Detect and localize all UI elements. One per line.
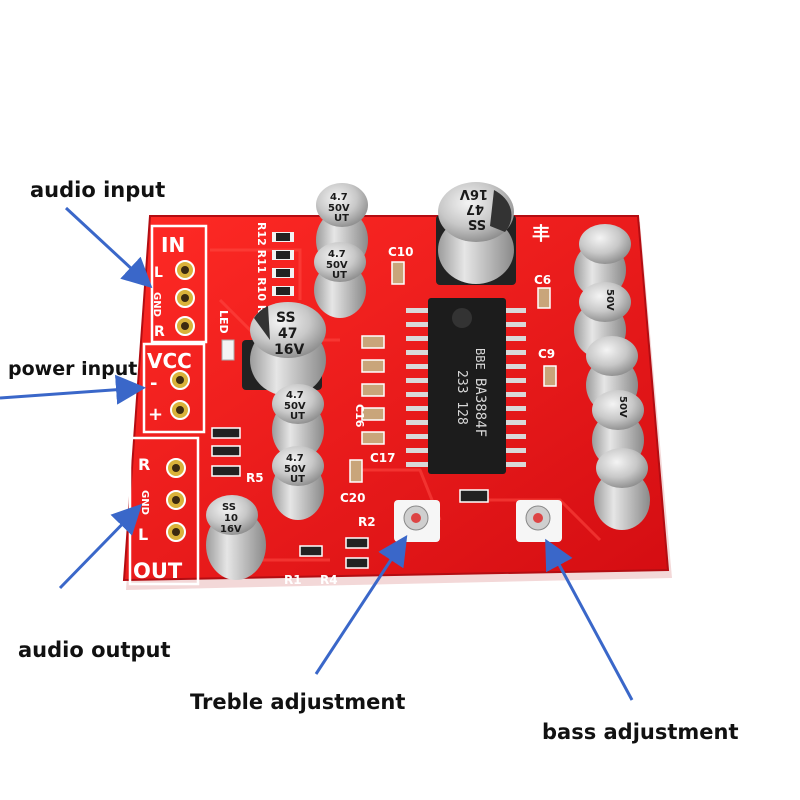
svg-text:47: 47 <box>466 201 484 216</box>
svg-text:L: L <box>138 525 148 544</box>
svg-text:UT: UT <box>290 411 305 422</box>
svg-text:-: - <box>150 373 157 394</box>
arrow-power-input <box>0 374 146 405</box>
svg-text:C10: C10 <box>388 245 414 259</box>
svg-text:SS: SS <box>222 502 236 513</box>
svg-text:R4: R4 <box>320 573 338 587</box>
svg-text:4.7: 4.7 <box>286 390 304 401</box>
svg-text:C6: C6 <box>534 273 551 287</box>
power-input-label: power input <box>8 358 138 380</box>
svg-text:R2: R2 <box>358 515 376 529</box>
arrow-audio-output <box>58 503 143 590</box>
svg-text:LED: LED <box>217 310 230 334</box>
svg-text:IN: IN <box>161 233 185 257</box>
arrow-treble <box>314 534 408 675</box>
svg-text:50V: 50V <box>617 396 628 418</box>
svg-text:50V: 50V <box>326 260 348 271</box>
svg-text:R: R <box>154 324 165 340</box>
svg-text:R12 R11 R10 R9: R12 R11 R10 R9 <box>255 222 268 321</box>
capacitor-4-7-b: 4.7 50V UT <box>314 242 366 318</box>
svg-text:UT: UT <box>290 474 305 485</box>
svg-text:UT: UT <box>332 270 347 281</box>
svg-text:UT: UT <box>334 213 349 224</box>
capacitor-big-top: SS 47 16V <box>436 182 516 285</box>
svg-text:4.7: 4.7 <box>286 453 304 464</box>
treble-potentiometer <box>394 500 440 542</box>
svg-text:VCC: VCC <box>147 349 192 373</box>
svg-text:C20: C20 <box>340 491 366 505</box>
svg-text:BA3884F: BA3884F <box>472 378 488 437</box>
svg-text:R5: R5 <box>246 471 264 485</box>
resistor-array: R12 R11 R10 R9 <box>255 222 294 321</box>
arrow-audio-input <box>64 206 153 289</box>
bass-potentiometer <box>516 500 562 542</box>
capacitor-4-7-d: 4.7 50V UT <box>272 446 324 520</box>
audio-output-label: audio output <box>18 638 171 662</box>
treble-adjustment-label: Treble adjustment <box>190 690 406 714</box>
ic-chip-ba3884f: BBE BA3884F 233 128 <box>406 298 526 474</box>
svg-text:OUT: OUT <box>133 559 183 583</box>
svg-text:4.7: 4.7 <box>330 192 348 203</box>
capacitor-right-column: 50V 50V <box>574 224 650 530</box>
svg-text:SS: SS <box>276 310 296 326</box>
svg-text:C9: C9 <box>538 347 555 361</box>
capacitor-ss10: SS 10 16V <box>206 495 266 580</box>
svg-text:16V: 16V <box>274 342 304 358</box>
component-labels: C10 C6 C9 C16 C17 C20 R1 R2 R4 R5 丰 <box>246 223 555 587</box>
led: LED <box>217 310 235 361</box>
svg-text:50V: 50V <box>604 289 615 311</box>
capacitor-big-left: SS 47 16V <box>242 302 326 396</box>
svg-text:C17: C17 <box>370 451 396 465</box>
svg-text:50V: 50V <box>284 464 306 475</box>
svg-text:16V: 16V <box>460 186 488 201</box>
svg-text:丰: 丰 <box>532 223 550 245</box>
callout-arrows <box>0 206 634 701</box>
capacitor-4-7-a: 4.7 50V UT <box>316 183 368 270</box>
bass-adjustment-label: bass adjustment <box>542 720 739 744</box>
svg-text:+: + <box>148 404 163 425</box>
output-header-box: R GND L OUT <box>128 436 200 586</box>
svg-text:SS: SS <box>468 216 486 231</box>
svg-text:BBE: BBE <box>473 348 487 370</box>
svg-text:R1: R1 <box>284 573 302 587</box>
audio-input-label: audio input <box>30 178 166 202</box>
svg-text:10: 10 <box>224 513 238 524</box>
svg-text:R: R <box>138 455 150 474</box>
svg-text:GND: GND <box>139 490 150 515</box>
capacitor-4-7-c: 4.7 50V UT <box>272 384 324 460</box>
input-header-box: IN L GND R <box>150 224 208 344</box>
svg-text:4.7: 4.7 <box>328 249 346 260</box>
svg-text:50V: 50V <box>284 401 306 412</box>
svg-text:C16: C16 <box>353 404 366 428</box>
svg-text:50V: 50V <box>328 203 350 214</box>
svg-text:233 128: 233 128 <box>454 370 469 425</box>
svg-text:47: 47 <box>278 326 297 342</box>
arrow-bass <box>545 538 634 701</box>
svg-text:16V: 16V <box>220 524 242 535</box>
smd-components <box>211 261 557 569</box>
svg-text:L: L <box>154 265 163 281</box>
svg-text:GND: GND <box>151 292 162 317</box>
